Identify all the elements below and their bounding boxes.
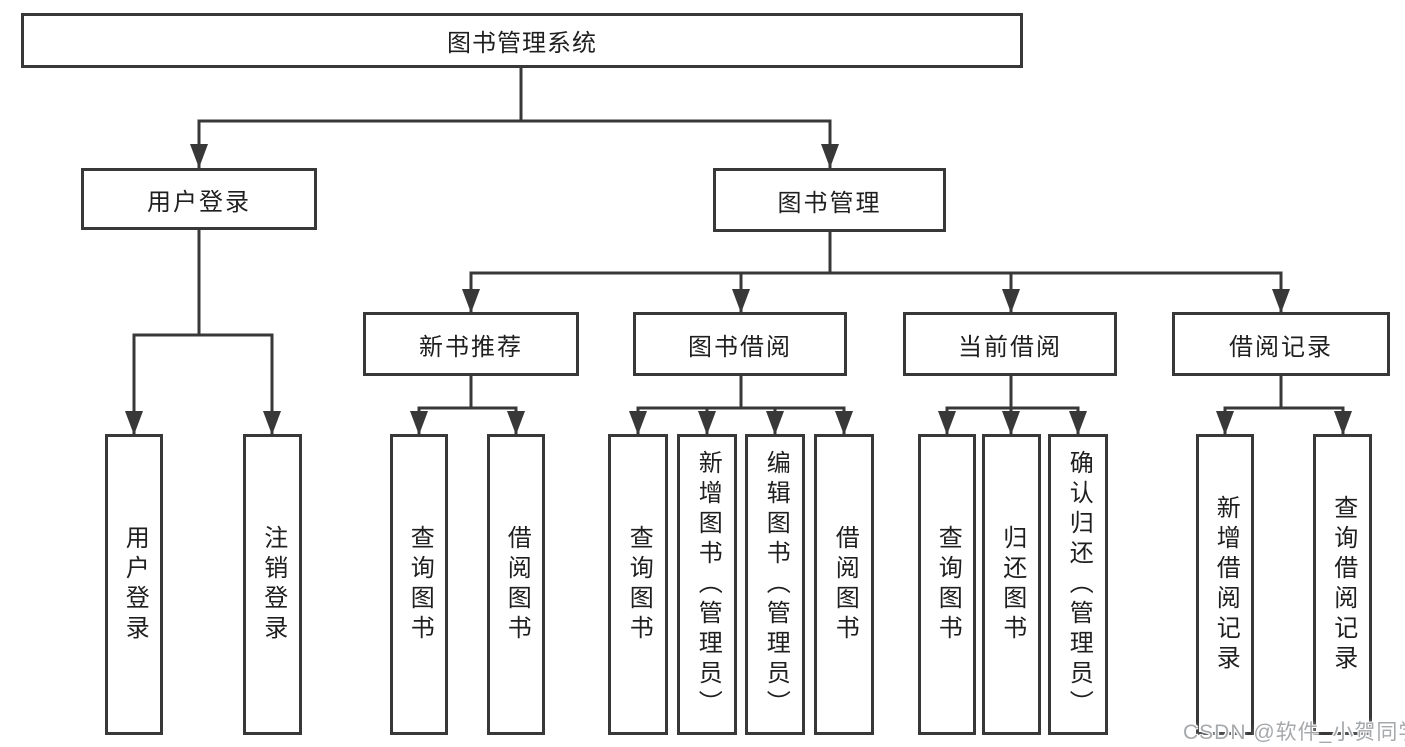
leaf-borrow-books: 借阅图书 bbox=[814, 434, 874, 735]
root-node-label: 图书管理系统 bbox=[447, 30, 597, 57]
leaf-query-books-current-label: 查询图书 bbox=[934, 524, 962, 645]
group-current-borrow-label: 当前借阅 bbox=[958, 333, 1062, 361]
leaf-query-books-recommend-label: 查询图书 bbox=[406, 524, 434, 645]
branch-book-management-label: 图书管理 bbox=[777, 189, 882, 217]
leaf-borrow-books-recommend: 借阅图书 bbox=[487, 434, 545, 735]
branch-user-login-label: 用户登录 bbox=[147, 188, 251, 216]
connector-borrowrecords-to-leaves bbox=[1223, 376, 1345, 435]
root-node-system: 图书管理系统 bbox=[21, 13, 1023, 68]
connector-newbook-to-leaves bbox=[417, 376, 518, 435]
leaf-query-books-current: 查询图书 bbox=[918, 434, 976, 735]
connector-userlogin-to-leaves bbox=[132, 230, 274, 435]
csdn-watermark: CSDN @软件_小贺同学 bbox=[1183, 721, 1405, 744]
leaf-edit-books-admin: 编辑图书（管理员） bbox=[745, 434, 805, 735]
leaf-return-books-label: 归还图书 bbox=[998, 524, 1026, 645]
leaf-return-books: 归还图书 bbox=[982, 434, 1041, 735]
leaf-query-books-borrow: 查询图书 bbox=[608, 434, 668, 735]
group-new-book-recommend-label: 新书推荐 bbox=[419, 333, 523, 361]
branch-user-login: 用户登录 bbox=[81, 168, 317, 230]
leaf-add-books-admin-label: 新增图书（管理员） bbox=[694, 449, 722, 720]
leaf-query-borrow-record: 查询借阅记录 bbox=[1313, 434, 1372, 735]
leaf-add-borrow-record-label: 新增借阅记录 bbox=[1212, 494, 1240, 675]
branch-book-management: 图书管理 bbox=[713, 168, 946, 232]
leaf-user-login: 用户登录 bbox=[105, 434, 163, 735]
leaf-borrow-books-label: 借阅图书 bbox=[831, 524, 859, 645]
group-current-borrow: 当前借阅 bbox=[903, 312, 1117, 376]
leaf-logout-label: 注销登录 bbox=[259, 524, 287, 645]
leaf-query-borrow-record-label: 查询借阅记录 bbox=[1329, 494, 1357, 675]
connector-bookborrow-to-leaves bbox=[636, 376, 846, 435]
group-borrow-records-label: 借阅记录 bbox=[1229, 333, 1333, 361]
connector-root-to-level2 bbox=[197, 67, 832, 168]
leaf-add-borrow-record: 新增借阅记录 bbox=[1196, 434, 1254, 735]
leaf-query-books-recommend: 查询图书 bbox=[390, 434, 448, 735]
connector-bookmgmt-to-level3 bbox=[469, 232, 1283, 313]
group-book-borrow-label: 图书借阅 bbox=[688, 333, 792, 361]
leaf-user-login-label: 用户登录 bbox=[121, 524, 149, 645]
leaf-edit-books-admin-label: 编辑图书（管理员） bbox=[762, 449, 790, 720]
leaf-add-books-admin: 新增图书（管理员） bbox=[677, 434, 737, 735]
leaf-confirm-return-admin-label: 确认归还（管理员） bbox=[1065, 449, 1093, 720]
leaf-query-books-borrow-label: 查询图书 bbox=[625, 524, 653, 645]
leaf-borrow-books-recommend-label: 借阅图书 bbox=[503, 524, 531, 645]
arrowheads bbox=[125, 144, 1352, 435]
group-new-book-recommend: 新书推荐 bbox=[363, 312, 579, 376]
group-borrow-records: 借阅记录 bbox=[1172, 312, 1390, 376]
group-book-borrow: 图书借阅 bbox=[633, 312, 847, 376]
leaf-confirm-return-admin: 确认归还（管理员） bbox=[1048, 434, 1108, 735]
leaf-logout: 注销登录 bbox=[243, 434, 302, 735]
